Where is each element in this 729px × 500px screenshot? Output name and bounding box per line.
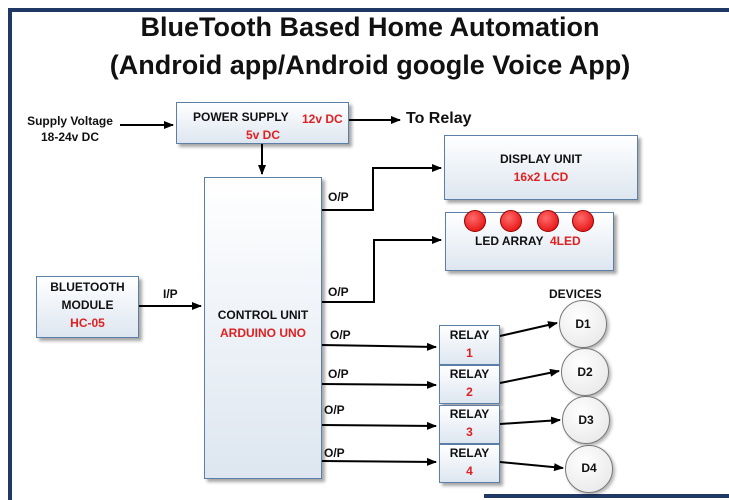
control-to-display-arrow	[321, 164, 442, 211]
control-to-led-arrow	[321, 236, 442, 303]
frame-left-border	[8, 8, 12, 500]
devices-heading: DEVICES	[549, 287, 602, 301]
input-label: I/P	[163, 287, 178, 301]
device-d4-label: D4	[581, 461, 597, 475]
device-d2-label: D2	[577, 365, 593, 379]
output-label-relay2: O/P	[328, 367, 349, 381]
relay4-to-d4-arrow	[499, 461, 564, 472]
diagram-title-line2: (Android app/Android google Voice App)	[109, 50, 631, 80]
led-indicator-2	[500, 210, 522, 232]
power-supply-5v-label: 5v DC	[246, 128, 281, 142]
relay-4-number: 4	[466, 464, 473, 478]
relay-4-block	[439, 444, 500, 483]
relay-3-label: RELAY	[449, 407, 490, 421]
bluetooth-label-line1: BLUETOOTH	[50, 280, 125, 294]
output-label-display: O/P	[328, 190, 349, 204]
device-d3-circle	[562, 396, 610, 444]
led-indicator-3	[537, 210, 559, 232]
bluetooth-hc05-label: HC-05	[70, 316, 105, 330]
control-unit-block	[204, 177, 322, 479]
device-d3-label: D3	[578, 413, 594, 427]
relay-1-number: 1	[466, 346, 473, 360]
output-label-relay3: O/P	[324, 403, 345, 417]
bluetooth-module-block	[36, 276, 139, 338]
bluetooth-label-line2: MODULE	[61, 298, 114, 312]
output-label-relay4: O/P	[324, 446, 345, 460]
control-to-relay4-arrow	[320, 457, 437, 466]
device-d2-circle	[561, 348, 609, 396]
led-indicator-4	[572, 210, 594, 232]
relay-2-label: RELAY	[449, 367, 490, 381]
frame-bottom-border	[484, 494, 729, 498]
control-to-relay3-arrow	[320, 421, 437, 430]
control-to-relay1-arrow	[320, 342, 437, 351]
device-d1-label: D1	[575, 317, 591, 331]
to-relay-label: To Relay	[406, 110, 472, 127]
device-d4-circle	[565, 445, 613, 493]
control-to-relay2-arrow	[320, 380, 437, 389]
diagram-title-line1: BlueTooth Based Home Automation	[140, 12, 600, 42]
relay-4-label: RELAY	[449, 446, 490, 460]
relay2-to-d2-arrow	[499, 368, 560, 384]
relay-2-number: 2	[466, 385, 473, 399]
control-unit-arduino-label: ARDUINO UNO	[220, 326, 306, 340]
display-unit-block	[444, 135, 638, 200]
output-label-led: O/P	[328, 285, 349, 299]
supply-voltage-label: Supply Voltage	[27, 114, 113, 128]
display-unit-label: DISPLAY UNIT	[499, 152, 583, 166]
power-supply-12v-label: 12v DC	[302, 112, 343, 126]
power-supply-block	[176, 102, 349, 144]
relay-1-label: RELAY	[449, 328, 490, 342]
supply-voltage-value: 18-24v DC	[40, 130, 100, 144]
frame-top-border	[8, 8, 729, 12]
led-indicator-1	[464, 210, 486, 232]
led-array-label: LED ARRAY	[475, 234, 544, 248]
control-unit-label: CONTROL UNIT	[217, 308, 309, 322]
relay1-to-d1-arrow	[499, 321, 558, 337]
output-label-relay1: O/P	[330, 328, 351, 342]
relay-2-block	[439, 365, 500, 404]
power-supply-label: POWER SUPPLY	[193, 110, 289, 124]
device-d1-circle	[559, 300, 607, 348]
relay-1-block	[439, 325, 500, 365]
relay3-to-d3-arrow	[499, 416, 561, 425]
led-array-4led-label: 4LED	[550, 234, 581, 248]
display-unit-lcd-label: 16x2 LCD	[513, 170, 569, 184]
relay-3-block	[439, 405, 500, 444]
relay-3-number: 3	[466, 425, 473, 439]
